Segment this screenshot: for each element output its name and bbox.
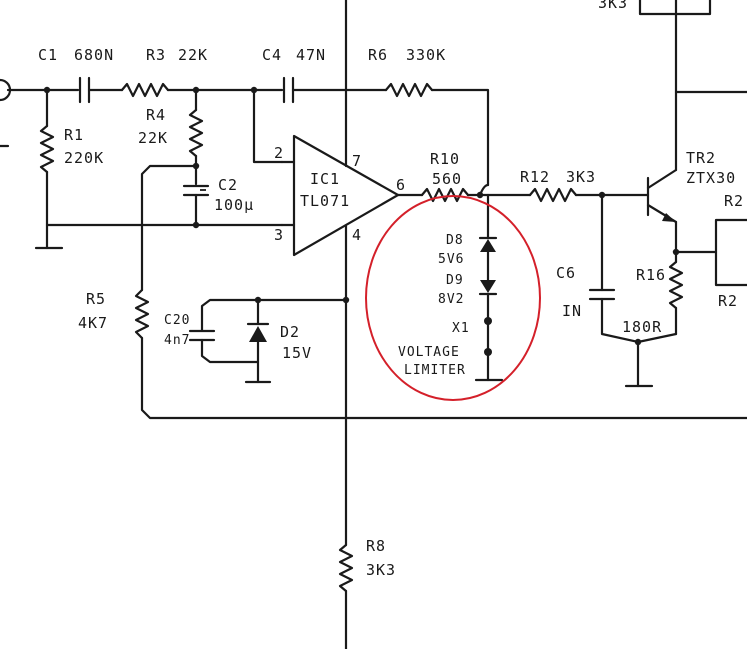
d8-ref-label: D8 [446, 233, 464, 248]
right-clipped-label-b: R2 [718, 292, 738, 310]
r12-value-label: 3K3 [566, 168, 596, 186]
capacitor-c2 [182, 184, 210, 227]
c4-value-label: 47N [296, 46, 326, 64]
feedback-wire [252, 88, 284, 164]
c2-ref-label: C2 [218, 176, 238, 194]
d2-value-label: 15V [282, 344, 312, 362]
c1-value-label: 680N [74, 46, 114, 64]
c6-ref-label: C6 [556, 264, 576, 282]
c6-value-label: IN [562, 302, 582, 320]
r1-ref-label: R1 [64, 126, 84, 144]
x1-ref-label: X1 [452, 321, 470, 336]
ic1-ref-label: IC1 [310, 170, 340, 188]
right-clipped-label-a: R2 [724, 192, 744, 210]
highlight-circle [365, 195, 541, 401]
r10-ref-label: R10 [430, 150, 460, 168]
r16-value-label: 180R [622, 318, 662, 336]
tr2-value-label: ZTX30 [686, 169, 736, 187]
capacitor-c6 [588, 193, 678, 344]
resistor-r5 [134, 288, 747, 420]
resistor-r12 [528, 187, 650, 203]
ic1-pin6-label: 6 [396, 176, 406, 194]
d9-value-label: 8V2 [438, 292, 464, 307]
capacitor-c20 [188, 296, 350, 364]
zener-d2 [244, 298, 272, 384]
capacitor-c4 [282, 76, 388, 104]
d8-value-label: 5V6 [438, 252, 464, 267]
r6-ref-label: R6 [368, 46, 388, 64]
tr2-ref-label: TR2 [686, 149, 716, 167]
r10-value-label: 560 [432, 170, 462, 188]
r5-ref-label: R5 [86, 290, 106, 308]
r16-ref-label: R16 [636, 266, 666, 284]
transistor-tr2 [638, 0, 747, 287]
capacitor-c1 [78, 76, 124, 104]
ic1-pin3-label: 3 [274, 226, 284, 244]
ic1-pin4-label: 4 [352, 226, 362, 244]
r5-value-label: 4K7 [78, 314, 108, 332]
c20-ref-label: C20 [164, 313, 190, 328]
x1-line1-label: VOLTAGE [398, 345, 460, 360]
c20-value-label: 4n7 [164, 333, 190, 348]
ic1-value-label: TL071 [300, 192, 350, 210]
r3-ref-label: R3 [146, 46, 166, 64]
r6-value-label: 330K [406, 46, 446, 64]
c2-value-label: 100µ [214, 196, 254, 214]
d9-ref-label: D9 [446, 273, 464, 288]
opamp-ic1 [280, 0, 424, 547]
r12-ref-label: R12 [520, 168, 550, 186]
resistor-r10 [420, 183, 532, 203]
d2-ref-label: D2 [280, 323, 300, 341]
r3-value-label: 22K [178, 46, 208, 64]
resistor-r8 [338, 543, 354, 649]
resistor-r16 [624, 260, 684, 388]
resistor-r3 [120, 82, 284, 98]
c4-ref-label: C4 [262, 46, 282, 64]
r8-value-label: 3K3 [366, 561, 396, 579]
voltage-limiter-x1 [474, 193, 504, 382]
r8-ref-label: R8 [366, 537, 386, 555]
resistor-r1 [34, 88, 284, 250]
r4-ref-label: R4 [146, 106, 166, 124]
ic1-pin7-label: 7 [352, 152, 362, 170]
c1-ref-label: C1 [38, 46, 58, 64]
x1-line2-label: LIMITER [404, 363, 466, 378]
resistor-r6 [384, 82, 490, 187]
r4-value-label: 22K [138, 129, 168, 147]
r1-value-label: 220K [64, 149, 104, 167]
resistor-r4 [140, 88, 204, 292]
ic1-pin2-label: 2 [274, 144, 284, 162]
top-clipped-label: 3K3 [598, 0, 628, 12]
